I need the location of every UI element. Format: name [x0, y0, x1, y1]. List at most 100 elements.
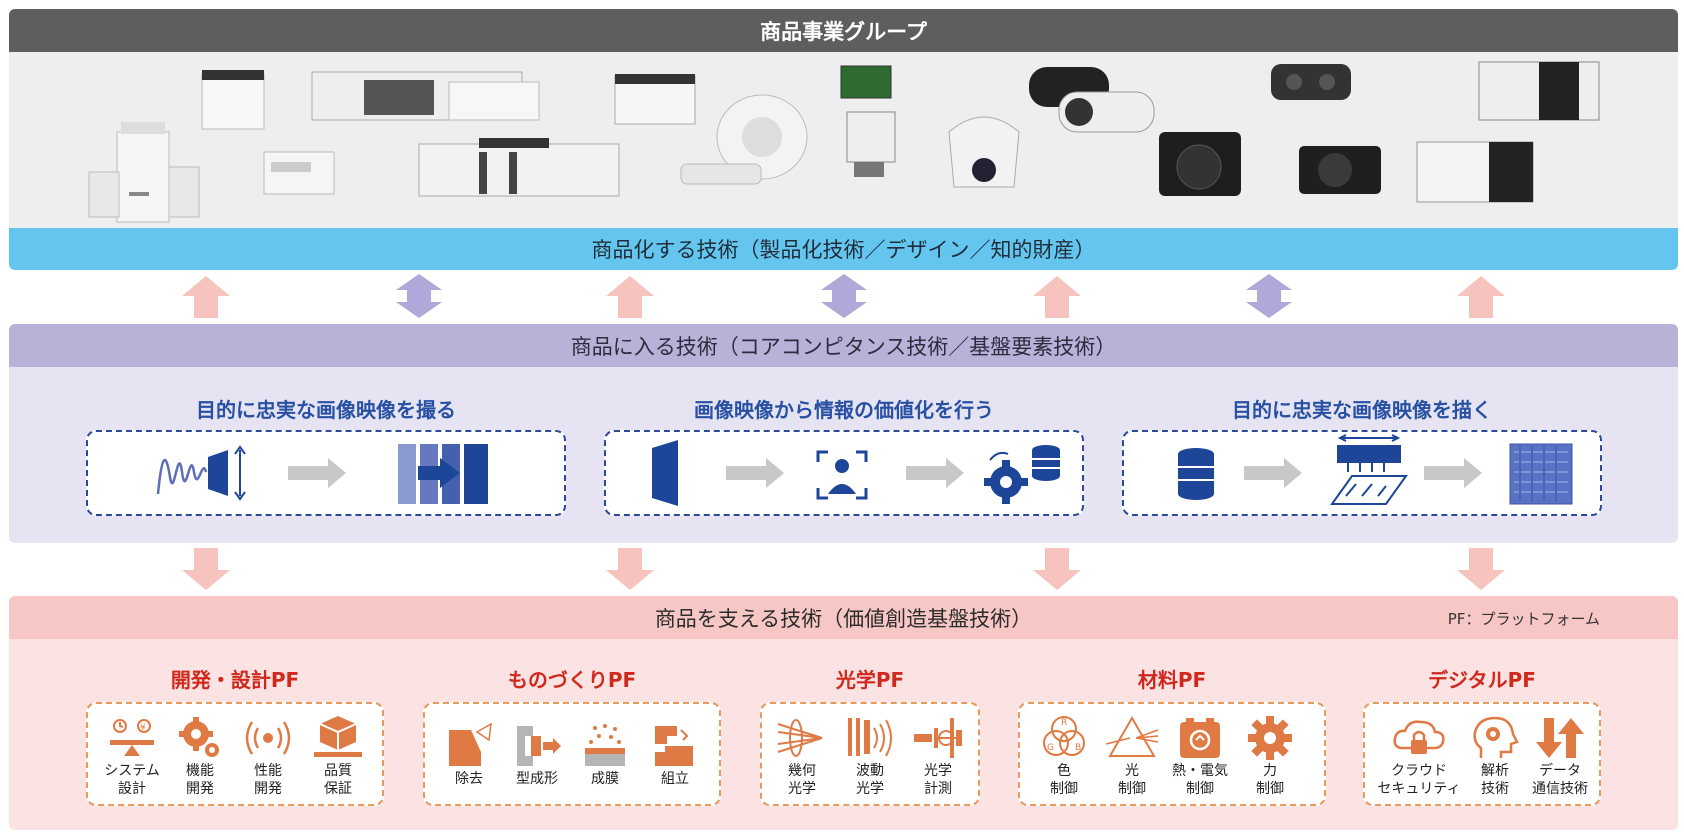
semiconductor-equipment-image — [1416, 61, 1600, 203]
ct-scanner-image — [680, 94, 808, 185]
support-tech-bar: 商品を支える技術（価値創造基盤技術） — [9, 596, 1678, 639]
quality-assurance-item: 品質保証 — [302, 714, 374, 798]
production-printer-image — [311, 71, 540, 121]
down-arrow-row — [182, 548, 1505, 590]
measure-icon — [914, 718, 962, 758]
digital-pf-title: デジタルPF — [1428, 668, 1536, 692]
down-arrow-icon — [182, 548, 230, 590]
commercialize-tech-bar: 商品化する技術（製品化技術／デザイン／知的財産） — [9, 228, 1678, 270]
image-panel-icon — [652, 440, 678, 506]
double-arrow-icon — [1246, 274, 1292, 318]
wave-icon — [848, 718, 892, 757]
digital-pf-box: クラウドセキュリティ 解析技術 データ通信技術 — [1363, 702, 1601, 806]
wave-optics-item: 波動光学 — [834, 714, 906, 798]
svg-text:G: G — [1047, 743, 1054, 753]
up-down-arrow-row — [182, 274, 1505, 318]
battery-icon — [1180, 718, 1220, 758]
render-process-box — [1122, 430, 1602, 516]
arrow-right-icon — [906, 458, 964, 488]
double-arrow-icon — [821, 274, 867, 318]
cutting-icon — [449, 722, 492, 766]
capture-section-title: 目的に忠実な画像映像を撮る — [196, 398, 456, 422]
mirrorless-camera-image — [1299, 146, 1381, 194]
brain-icon — [1473, 716, 1519, 758]
mr-headset-image — [1271, 64, 1351, 100]
up-arrow-icon — [1457, 276, 1505, 318]
arrow-right-icon — [1244, 458, 1302, 488]
core-tech-bar: 商品に入る技術（コアコンピタンス技術／基盤要素技術） — [9, 324, 1678, 367]
system-design-item: ¥ システム設計 — [96, 714, 168, 798]
materials-pf-title: 材料PF — [1137, 668, 1207, 692]
light-control-item: 光制御 — [1096, 714, 1168, 798]
laser-printer-image — [201, 70, 265, 130]
large-production-press-image — [418, 138, 620, 197]
updown-arrows-icon — [1536, 718, 1584, 758]
dev-design-pf-title: 開発・設計PF — [170, 668, 300, 692]
analysis-tech-item: 解析技術 — [1459, 714, 1531, 798]
force-control-item: 力制御 — [1234, 714, 1306, 798]
image-stack-icon — [398, 444, 488, 504]
database-icon — [1178, 448, 1214, 500]
svg-text:¥: ¥ — [140, 723, 146, 733]
function-dev-item: 機能開発 — [164, 714, 236, 798]
lens-rays-icon — [777, 719, 823, 757]
gear-database-icon — [984, 445, 1060, 504]
wide-format-printer-image — [614, 74, 696, 125]
heat-electric-control-item: 熱・電気制御 — [1164, 714, 1236, 798]
performance-dev-item: 性能開発 — [232, 714, 304, 798]
deposition-item: 成膜 — [569, 722, 641, 788]
molding-icon — [517, 726, 561, 766]
office-mfp-image — [88, 122, 200, 223]
dev-design-pf-box: ¥ システム設計 機能開発 性能開発 — [86, 702, 384, 806]
up-arrow-icon — [182, 276, 230, 318]
up-arrow-icon — [606, 276, 654, 318]
optics-pf-title: 光学PF — [835, 668, 905, 692]
data-comm-item: データ通信技術 — [1525, 714, 1595, 798]
cloud-security-item: クラウドセキュリティ — [1375, 714, 1463, 798]
product-photo-area — [9, 52, 1678, 228]
removal-item: 除去 — [433, 722, 505, 788]
box-impact-icon — [314, 716, 362, 757]
geometric-optics-item: 幾何光学 — [766, 714, 838, 798]
rgb-icon: R G B — [1043, 716, 1085, 756]
printed-texture-icon — [1509, 443, 1573, 505]
ultrasound-image — [840, 65, 896, 177]
arrow-right-icon — [288, 458, 346, 488]
inkjet-printer-image — [263, 151, 335, 195]
down-arrow-icon — [1457, 548, 1505, 590]
down-arrow-icon — [606, 548, 654, 590]
cloud-lock-icon — [1393, 720, 1445, 754]
deposition-icon — [585, 724, 625, 766]
camera-lens-image — [1029, 67, 1155, 133]
manufacturing-pf-box: 除去 型成形 成膜 組立 — [423, 702, 721, 806]
svg-text:R: R — [1061, 718, 1067, 728]
assembly-item: 組立 — [639, 722, 711, 788]
camera-body-image — [1159, 132, 1241, 196]
arrow-right-icon — [726, 458, 784, 488]
balance-scale-icon: ¥ — [110, 719, 154, 756]
up-arrow-icon — [1033, 276, 1081, 318]
manufacturing-pf-title: ものづくりPF — [507, 668, 637, 692]
value-process-box — [604, 430, 1084, 516]
render-section-title: 目的に忠実な画像映像を描く — [1232, 398, 1492, 422]
value-section-title: 画像映像から情報の価値化を行う — [694, 398, 994, 422]
arrow-right-icon — [1424, 458, 1482, 488]
optics-pf-box: 幾何光学 波動光学 光学計測 — [760, 702, 980, 806]
optical-measurement-item: 光学計測 — [902, 714, 974, 798]
light-wave-sensor-icon — [156, 445, 246, 501]
face-recognition-icon — [816, 450, 868, 500]
pf-note: PF：プラットフォーム — [1447, 610, 1600, 628]
prism-icon — [1105, 716, 1159, 757]
svg-text:B: B — [1075, 743, 1081, 753]
assembly-icon — [655, 726, 693, 766]
capture-process-box — [86, 430, 566, 516]
molding-item: 型成形 — [501, 722, 573, 788]
gear-icon — [1248, 716, 1292, 760]
gears-icon — [179, 717, 219, 757]
print-head-icon — [1330, 434, 1408, 505]
network-camera-image — [948, 116, 1020, 188]
product-group-header: 商品事業グループ — [9, 9, 1678, 52]
down-arrow-icon — [1033, 548, 1081, 590]
